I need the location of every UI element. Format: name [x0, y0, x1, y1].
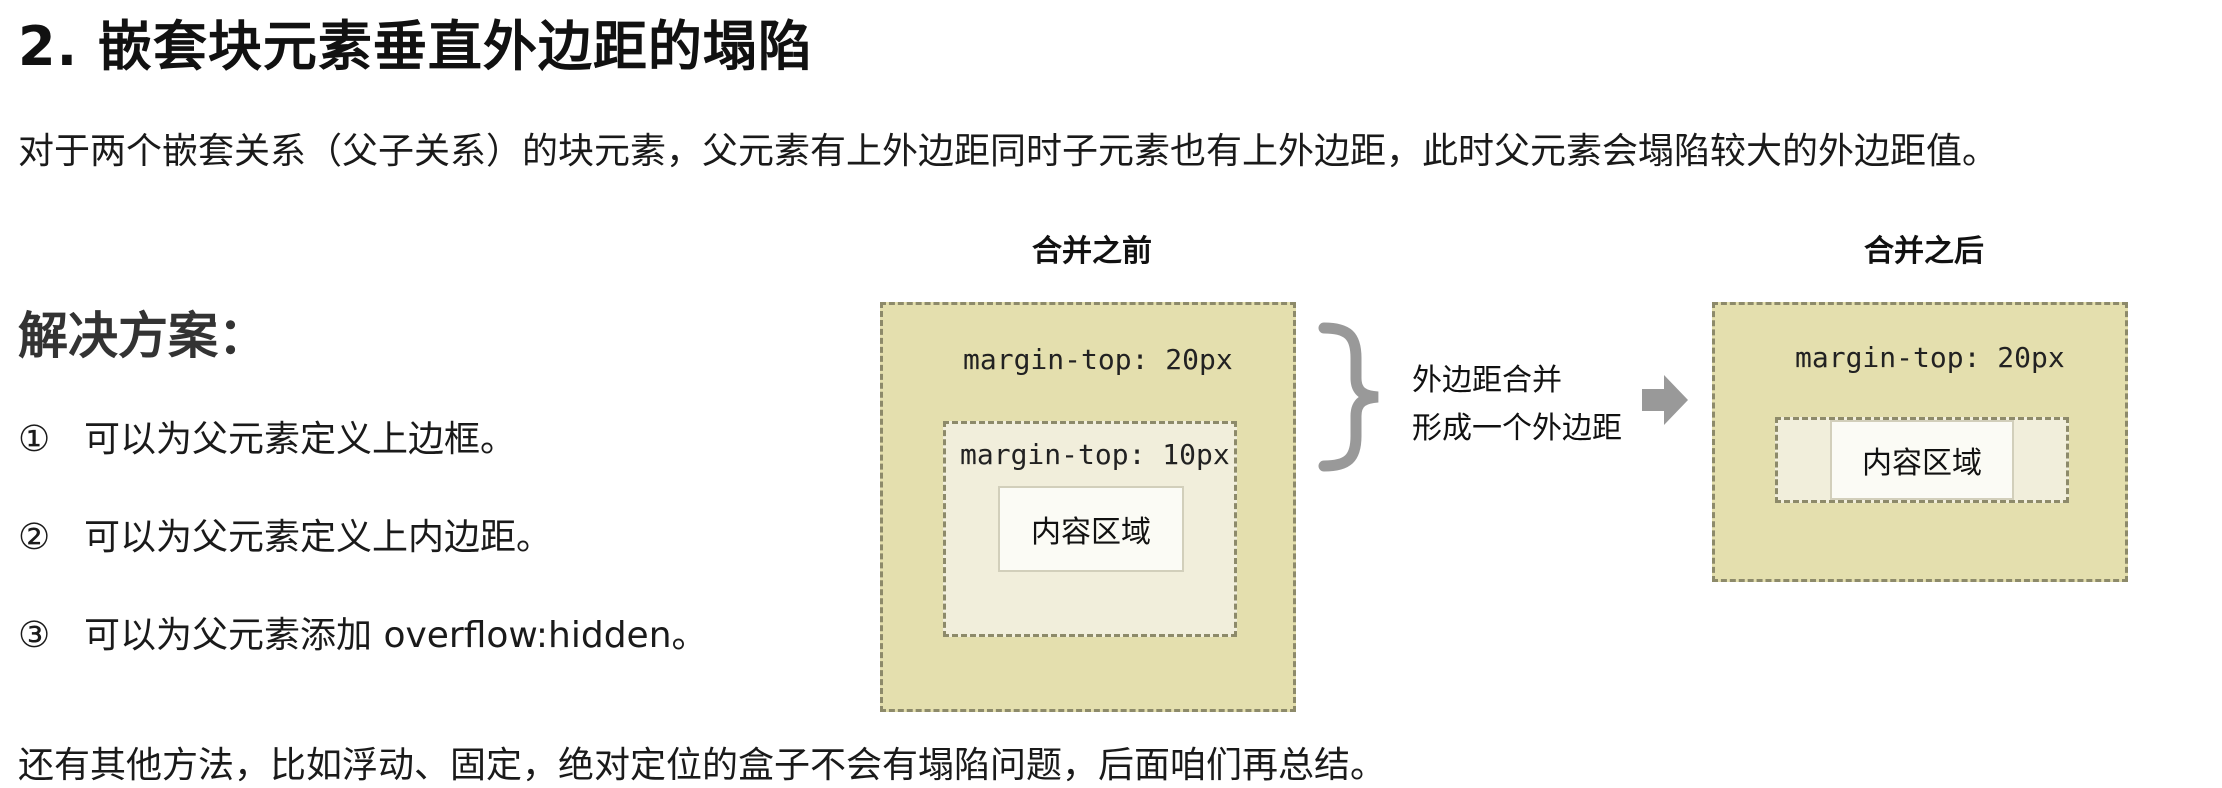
- after-parent-margin-label: margin-top: 20px: [1795, 341, 2065, 374]
- after-caption: 合并之后: [1864, 234, 1984, 269]
- before-child-margin-label: margin-top: 10px: [960, 438, 1230, 471]
- curly-brace-icon: [1318, 322, 1379, 472]
- before-caption: 合并之前: [1032, 234, 1152, 269]
- after-parent-box: margin-top: 20px 内容区域: [1712, 302, 2128, 582]
- before-child-box: margin-top: 10px 内容区域: [943, 421, 1237, 637]
- solution-text: 可以为父元素定义上内边距。: [84, 517, 553, 558]
- solution-text: 可以为父元素定义上边框。: [84, 419, 517, 460]
- solution-number: ①: [18, 419, 51, 460]
- before-content-area: 内容区域: [998, 486, 1184, 572]
- after-content-area: 内容区域: [1830, 420, 2014, 500]
- section-heading: 2. 嵌套块元素垂直外边距的塌陷: [18, 15, 813, 78]
- merge-label: 外边距合并 形成一个外边距: [1412, 357, 1622, 453]
- merge-label-line2: 形成一个外边距: [1412, 411, 1622, 446]
- solution-number: ②: [18, 517, 51, 558]
- footer-paragraph: 还有其他方法，比如浮动、固定，绝对定位的盒子不会有塌陷问题，后面咱们再总结。: [18, 745, 1387, 786]
- after-child-box: 内容区域: [1775, 417, 2069, 503]
- solution-item-3: ③ 可以为父元素添加 overflow:hidden。: [18, 606, 708, 658]
- right-arrow-icon: [1642, 375, 1688, 425]
- solution-item-1: ① 可以为父元素定义上边框。: [18, 410, 516, 462]
- solutions-title: 解决方案：: [18, 307, 268, 365]
- solution-item-2: ② 可以为父元素定义上内边距。: [18, 508, 552, 560]
- solution-text: 可以为父元素添加 overflow:hidden。: [84, 615, 708, 656]
- before-parent-margin-label: margin-top: 20px: [963, 343, 1233, 376]
- solution-number: ③: [18, 615, 51, 656]
- merge-label-line1: 外边距合并: [1412, 363, 1562, 398]
- intro-paragraph: 对于两个嵌套关系（父子关系）的块元素，父元素有上外边距同时子元素也有上外边距，此…: [18, 131, 1999, 172]
- before-parent-box: margin-top: 20px margin-top: 10px 内容区域: [880, 302, 1296, 712]
